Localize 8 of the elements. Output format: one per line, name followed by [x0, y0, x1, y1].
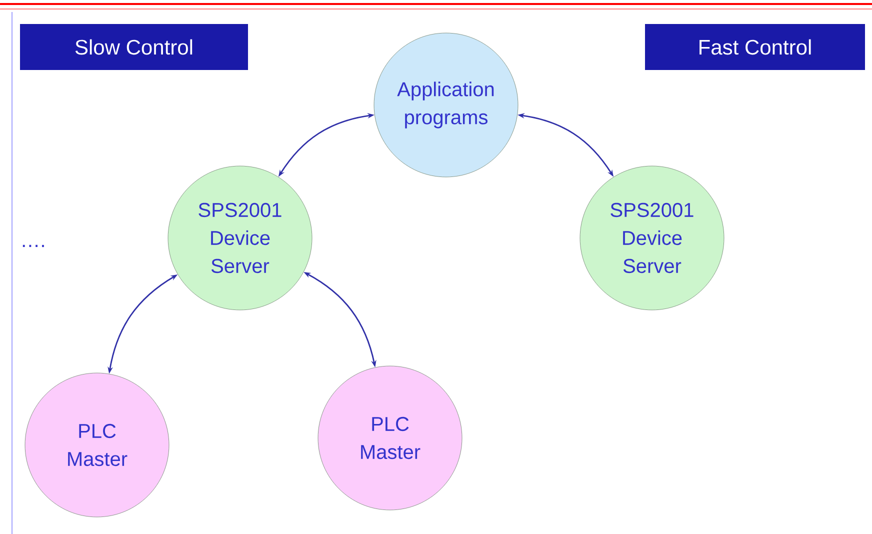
circle-node: SPS2001 Device Server: [168, 166, 312, 310]
note-text: ….: [22, 244, 44, 248]
circle-node: PLC Master: [318, 366, 462, 510]
title-box: Fast Control: [645, 24, 865, 70]
title-box: Slow Control: [20, 24, 248, 70]
circle-node: PLC Master: [24, 372, 170, 518]
circle-node: SPS2001 Device Server: [580, 166, 724, 310]
circle-node: Application programs: [374, 32, 518, 178]
